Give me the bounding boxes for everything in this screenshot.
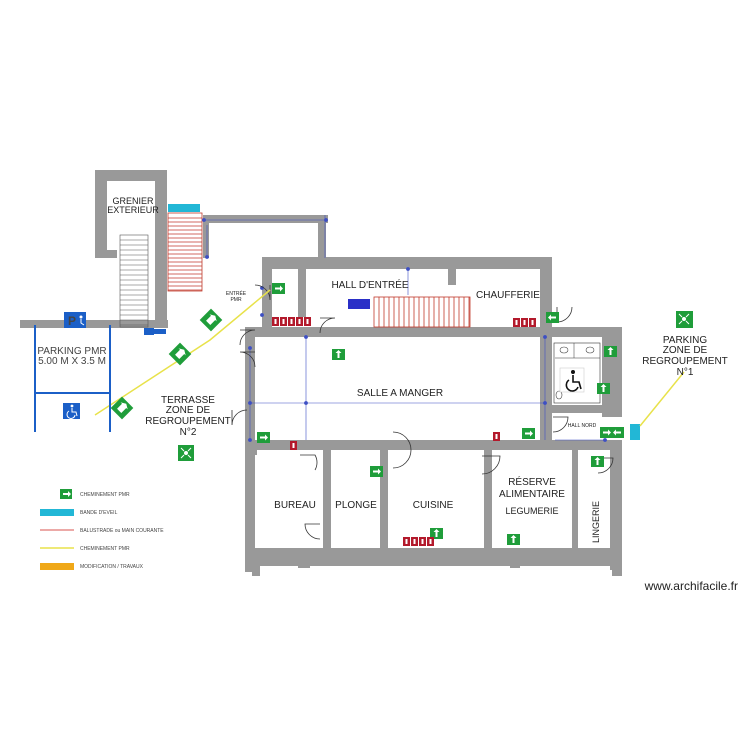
legend: CHEMINEMENT PMR BANDE D'EVEIL BALUSTRADE o… bbox=[40, 489, 164, 570]
exit-sign-arrow-icon bbox=[272, 283, 285, 294]
exit-sign-arrow-icon bbox=[611, 427, 624, 438]
room-plonge-label: PLONGE bbox=[335, 500, 377, 511]
parking-zone-label-2: ZONE DE bbox=[663, 345, 708, 356]
legend-label: BALUSTRADE ou MAIN COURANTE bbox=[80, 528, 164, 534]
exit-sign-arrow-icon bbox=[332, 349, 345, 360]
exit-signs bbox=[257, 283, 624, 545]
room-reserve-label-1: RÉSERVE bbox=[508, 475, 556, 488]
entree-pmr-label-1: ENTRÉE bbox=[226, 290, 247, 297]
room-reserve-label-2: ALIMENTAIRE bbox=[499, 489, 565, 500]
parking-pmr-size: 5.00 M X 3.5 M bbox=[38, 356, 106, 367]
assembly-point-icon bbox=[178, 445, 194, 461]
entree-pmr-label-2: PMR bbox=[230, 297, 242, 303]
pmr-path-yellow-right bbox=[639, 371, 685, 427]
parking-pmr-title: PARKING PMR bbox=[37, 346, 106, 357]
fire-equipment-icon bbox=[521, 318, 528, 327]
fire-equipment-icon bbox=[419, 537, 426, 546]
hall-stairs bbox=[373, 296, 471, 328]
wheelchair-icon-toilets bbox=[559, 367, 585, 393]
wheelchair-sign-small bbox=[144, 328, 166, 335]
terrasse-label-2: ZONE DE bbox=[166, 405, 211, 416]
parking-pmr-area bbox=[34, 325, 111, 432]
fire-equipment-icon bbox=[529, 318, 536, 327]
tactile-strip bbox=[168, 204, 200, 212]
grenier-stairs bbox=[119, 234, 149, 328]
pmr-diamond-arrow bbox=[199, 308, 223, 332]
parking-zone-label-3: REGROUPEMENT bbox=[642, 356, 728, 367]
terrasse-label-1: TERRASSE bbox=[161, 395, 215, 406]
fire-equipment-icon bbox=[288, 317, 295, 326]
svg-text:P: P bbox=[68, 314, 76, 328]
fire-equipment-icon bbox=[296, 317, 303, 326]
exit-sign-arrow-icon bbox=[591, 456, 604, 467]
fire-equipment-icon bbox=[493, 432, 500, 441]
exit-sign-arrow-icon bbox=[257, 432, 270, 443]
parking-icon: P bbox=[64, 312, 86, 328]
room-cuisine-label: CUISINE bbox=[413, 500, 454, 511]
room-chaufferie-label: CHAUFFERIE bbox=[476, 290, 540, 301]
terrasse-label-3: REGROUPEMENT bbox=[145, 416, 231, 427]
room-lingerie-label: LINGERIE bbox=[591, 501, 601, 543]
assembly-point-icon-2 bbox=[676, 311, 693, 328]
legend-item: BALUSTRADE ou MAIN COURANTE bbox=[40, 528, 164, 534]
terrasse-label-4: N°2 bbox=[180, 427, 197, 438]
fire-equipment-icon bbox=[411, 537, 418, 546]
legend-item: CHEMINEMENT PMR bbox=[60, 489, 130, 499]
exit-sign-arrow-icon bbox=[600, 427, 613, 438]
fire-equipment-icon bbox=[513, 318, 520, 327]
legend-item: MODIFICATION / TRAVAUX bbox=[40, 563, 144, 570]
legend-label: MODIFICATION / TRAVAUX bbox=[80, 564, 144, 570]
exit-sign-arrow-icon bbox=[597, 383, 610, 394]
exit-sign-arrow-icon bbox=[507, 534, 520, 545]
room-grenier-label-2: EXTERIEUR bbox=[107, 205, 159, 215]
watermark: www.archifacile.fr bbox=[644, 579, 738, 593]
pmr-path-yellow bbox=[94, 289, 271, 416]
room-hall-nord-label: HALL NORD bbox=[568, 423, 597, 429]
hall-stair-marker bbox=[348, 299, 370, 309]
wheelchair-icon bbox=[63, 403, 80, 419]
legend-label: BANDE D'EVEIL bbox=[80, 510, 118, 516]
fire-equipment-icon bbox=[427, 537, 434, 546]
pmr-diamond-arrow bbox=[110, 396, 134, 420]
room-grenier-label-1: GRENIER bbox=[112, 196, 154, 206]
fire-equipment-icon bbox=[304, 317, 311, 326]
exit-sign-arrow-icon bbox=[430, 528, 443, 539]
legend-label: CHEMINEMENT PMR bbox=[80, 546, 130, 552]
fire-equipment-icon bbox=[280, 317, 287, 326]
fire-equipment-icon bbox=[272, 317, 279, 326]
room-salle-label: SALLE A MANGER bbox=[357, 388, 443, 399]
room-hall-label: HALL D'ENTRÉE bbox=[331, 278, 408, 291]
room-legumerie-label: LEGUMERIE bbox=[505, 506, 558, 516]
fire-equipment-signs bbox=[272, 317, 536, 546]
legend-label: CHEMINEMENT PMR bbox=[80, 492, 130, 498]
pmr-diamond-arrow bbox=[168, 342, 192, 366]
fire-equipment-icon bbox=[290, 441, 297, 450]
exterior-stairs bbox=[167, 212, 203, 292]
exit-sign-arrow-icon bbox=[546, 312, 559, 323]
exit-sign-arrow-icon bbox=[604, 346, 617, 357]
exit-sign-arrow-icon bbox=[370, 466, 383, 477]
legend-item: CHEMINEMENT PMR bbox=[40, 546, 130, 552]
parking-zone-label-4: N°1 bbox=[677, 367, 694, 378]
tactile-strip-right bbox=[630, 424, 640, 440]
legend-item: BANDE D'EVEIL bbox=[40, 509, 118, 516]
exit-sign-arrow-icon bbox=[522, 428, 535, 439]
room-bureau-label: BUREAU bbox=[274, 500, 316, 511]
fire-equipment-icon bbox=[403, 537, 410, 546]
parking-zone-label-1: PARKING bbox=[663, 335, 707, 346]
